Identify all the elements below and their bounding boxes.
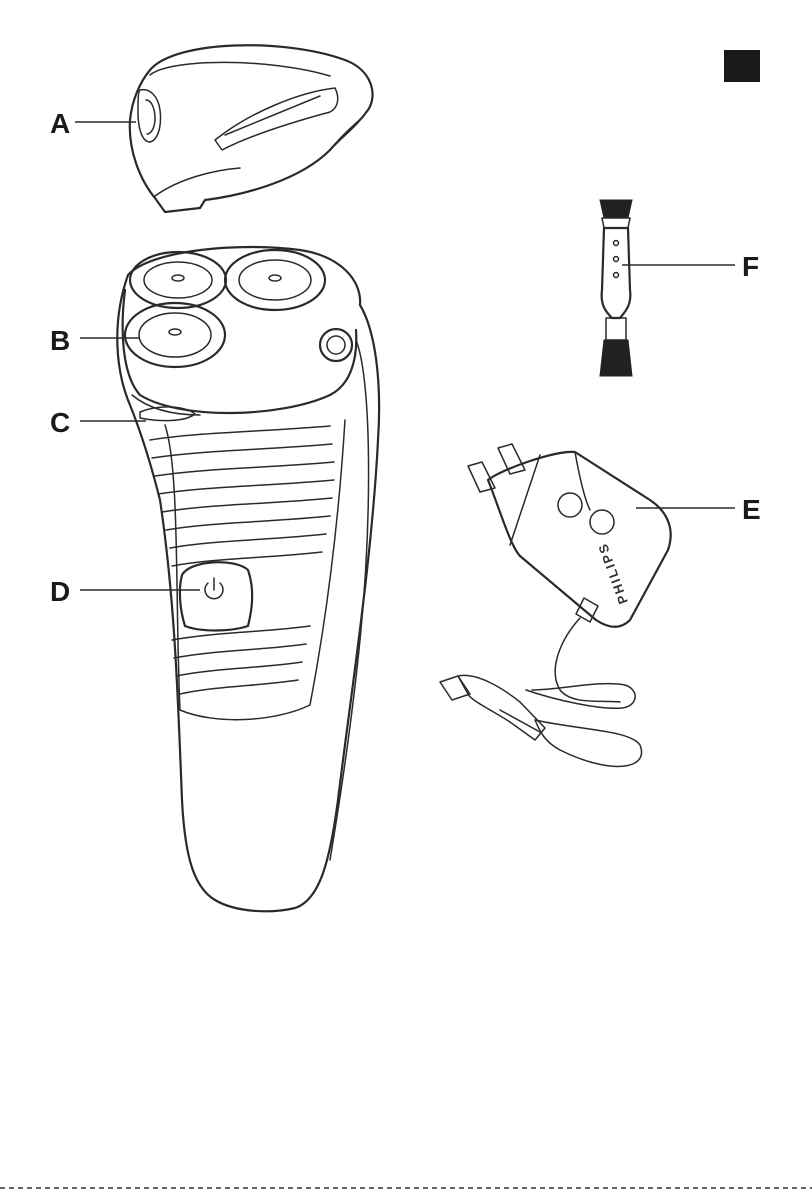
label-e: E <box>742 494 761 525</box>
cleaning-brush-illustration <box>600 200 632 376</box>
label-a: A <box>50 108 70 139</box>
power-icon <box>205 578 223 599</box>
label-b: B <box>50 325 70 356</box>
protection-cap-illustration <box>130 45 373 212</box>
adapter-brand: PHILIPS <box>595 540 631 606</box>
label-f: F <box>742 251 759 282</box>
label-d: D <box>50 576 70 607</box>
shaver-illustration <box>117 247 379 911</box>
adapter-illustration: PHILIPS <box>440 444 671 766</box>
section-marker <box>724 50 760 82</box>
label-c: C <box>50 407 70 438</box>
